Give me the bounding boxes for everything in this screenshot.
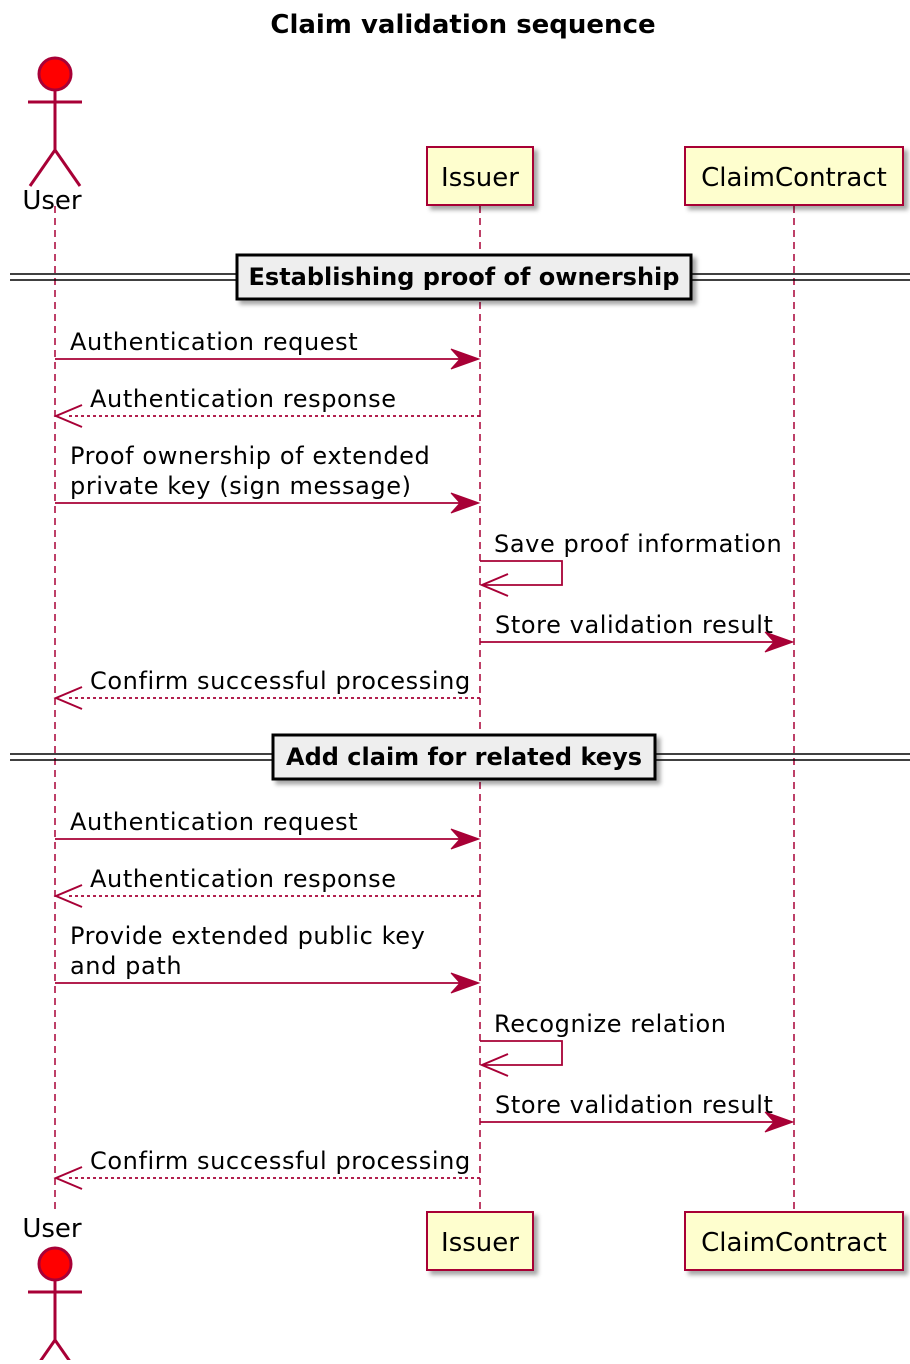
self-message-line	[480, 1040, 563, 1066]
divider-box	[235, 253, 693, 301]
actor-leg-left	[36, 1339, 57, 1364]
participant-user-top-label: User	[22, 186, 82, 216]
message: Store validation result	[480, 611, 795, 653]
open-arrowhead-left-icon	[53, 404, 83, 428]
actor-head-icon	[37, 1246, 73, 1282]
participant-user-bottom-label: User	[22, 1214, 82, 1244]
arrowhead-right-icon	[450, 492, 481, 514]
message-label: Confirm successful processing	[90, 1147, 471, 1175]
participant-claimcontract-bottom-box	[684, 1211, 904, 1271]
message: Authentication request	[55, 328, 481, 370]
message-label: and path	[70, 952, 182, 980]
section-divider: Establishing proof of ownership	[10, 253, 910, 301]
actor-head-icon	[37, 56, 73, 92]
actor-leg-right	[53, 149, 82, 187]
message: Authentication request	[55, 808, 481, 850]
message-label: Authentication response	[90, 865, 397, 893]
arrowhead-right-icon	[450, 972, 481, 994]
message: Save proof information	[479, 530, 782, 597]
participant-claimcontract-top-box	[684, 146, 904, 206]
arrowhead-right-icon	[764, 631, 795, 653]
open-arrowhead-left-icon	[53, 884, 83, 908]
message: Confirm successful processing	[53, 667, 480, 710]
participant-issuer-top-label: Issuer	[441, 163, 519, 193]
arrowhead-right-icon	[450, 348, 481, 370]
divider-box	[271, 733, 657, 781]
participant-issuer-bottom-label: Issuer	[441, 1228, 519, 1258]
message: Store validation result	[480, 1091, 795, 1133]
actor-figure-bottom	[28, 1246, 82, 1364]
divider-label: Add claim for related keys	[286, 743, 642, 771]
message-label: Confirm successful processing	[90, 667, 471, 695]
open-arrowhead-left-icon	[53, 1166, 83, 1190]
message-label: Authentication response	[90, 385, 397, 413]
diagram-title: Claim validation sequence	[270, 10, 655, 40]
arrowhead-right-icon	[764, 1111, 795, 1133]
message-label: Recognize relation	[494, 1010, 727, 1038]
message-label: Store validation result	[495, 611, 774, 639]
open-arrowhead-left-icon	[53, 686, 83, 710]
message-label: Save proof information	[494, 530, 782, 558]
message-label: Provide extended public key	[70, 922, 425, 950]
message: Recognize relation	[479, 1010, 727, 1077]
participant-issuer-bottom-box	[426, 1211, 534, 1271]
message-label: Authentication request	[70, 808, 358, 836]
message-label: Proof ownership of extended	[70, 442, 430, 470]
actor-leg-left	[28, 149, 57, 187]
participants: UserUserIssuerIssuerClaimContractClaimCo…	[22, 56, 904, 1364]
message-label: Authentication request	[70, 328, 358, 356]
self-message-line	[480, 560, 563, 586]
actor-leg-right	[53, 1339, 74, 1364]
message: Confirm successful processing	[53, 1147, 480, 1190]
lifelines	[54, 206, 795, 1212]
participant-issuer-top-box	[426, 146, 534, 206]
divider-label: Establishing proof of ownership	[249, 263, 680, 291]
message-label: private key (sign message)	[70, 472, 412, 500]
participant-claimcontract-top-label: ClaimContract	[701, 163, 887, 193]
message: Authentication response	[53, 865, 480, 908]
actor-figure-top	[28, 56, 82, 187]
message-label: Store validation result	[495, 1091, 774, 1119]
participant-claimcontract-bottom-label: ClaimContract	[701, 1228, 887, 1258]
open-arrowhead-left-icon	[479, 573, 509, 597]
message: Authentication response	[53, 385, 480, 428]
section-divider: Add claim for related keys	[10, 733, 910, 781]
arrowhead-right-icon	[450, 828, 481, 850]
open-arrowhead-left-icon	[479, 1053, 509, 1077]
